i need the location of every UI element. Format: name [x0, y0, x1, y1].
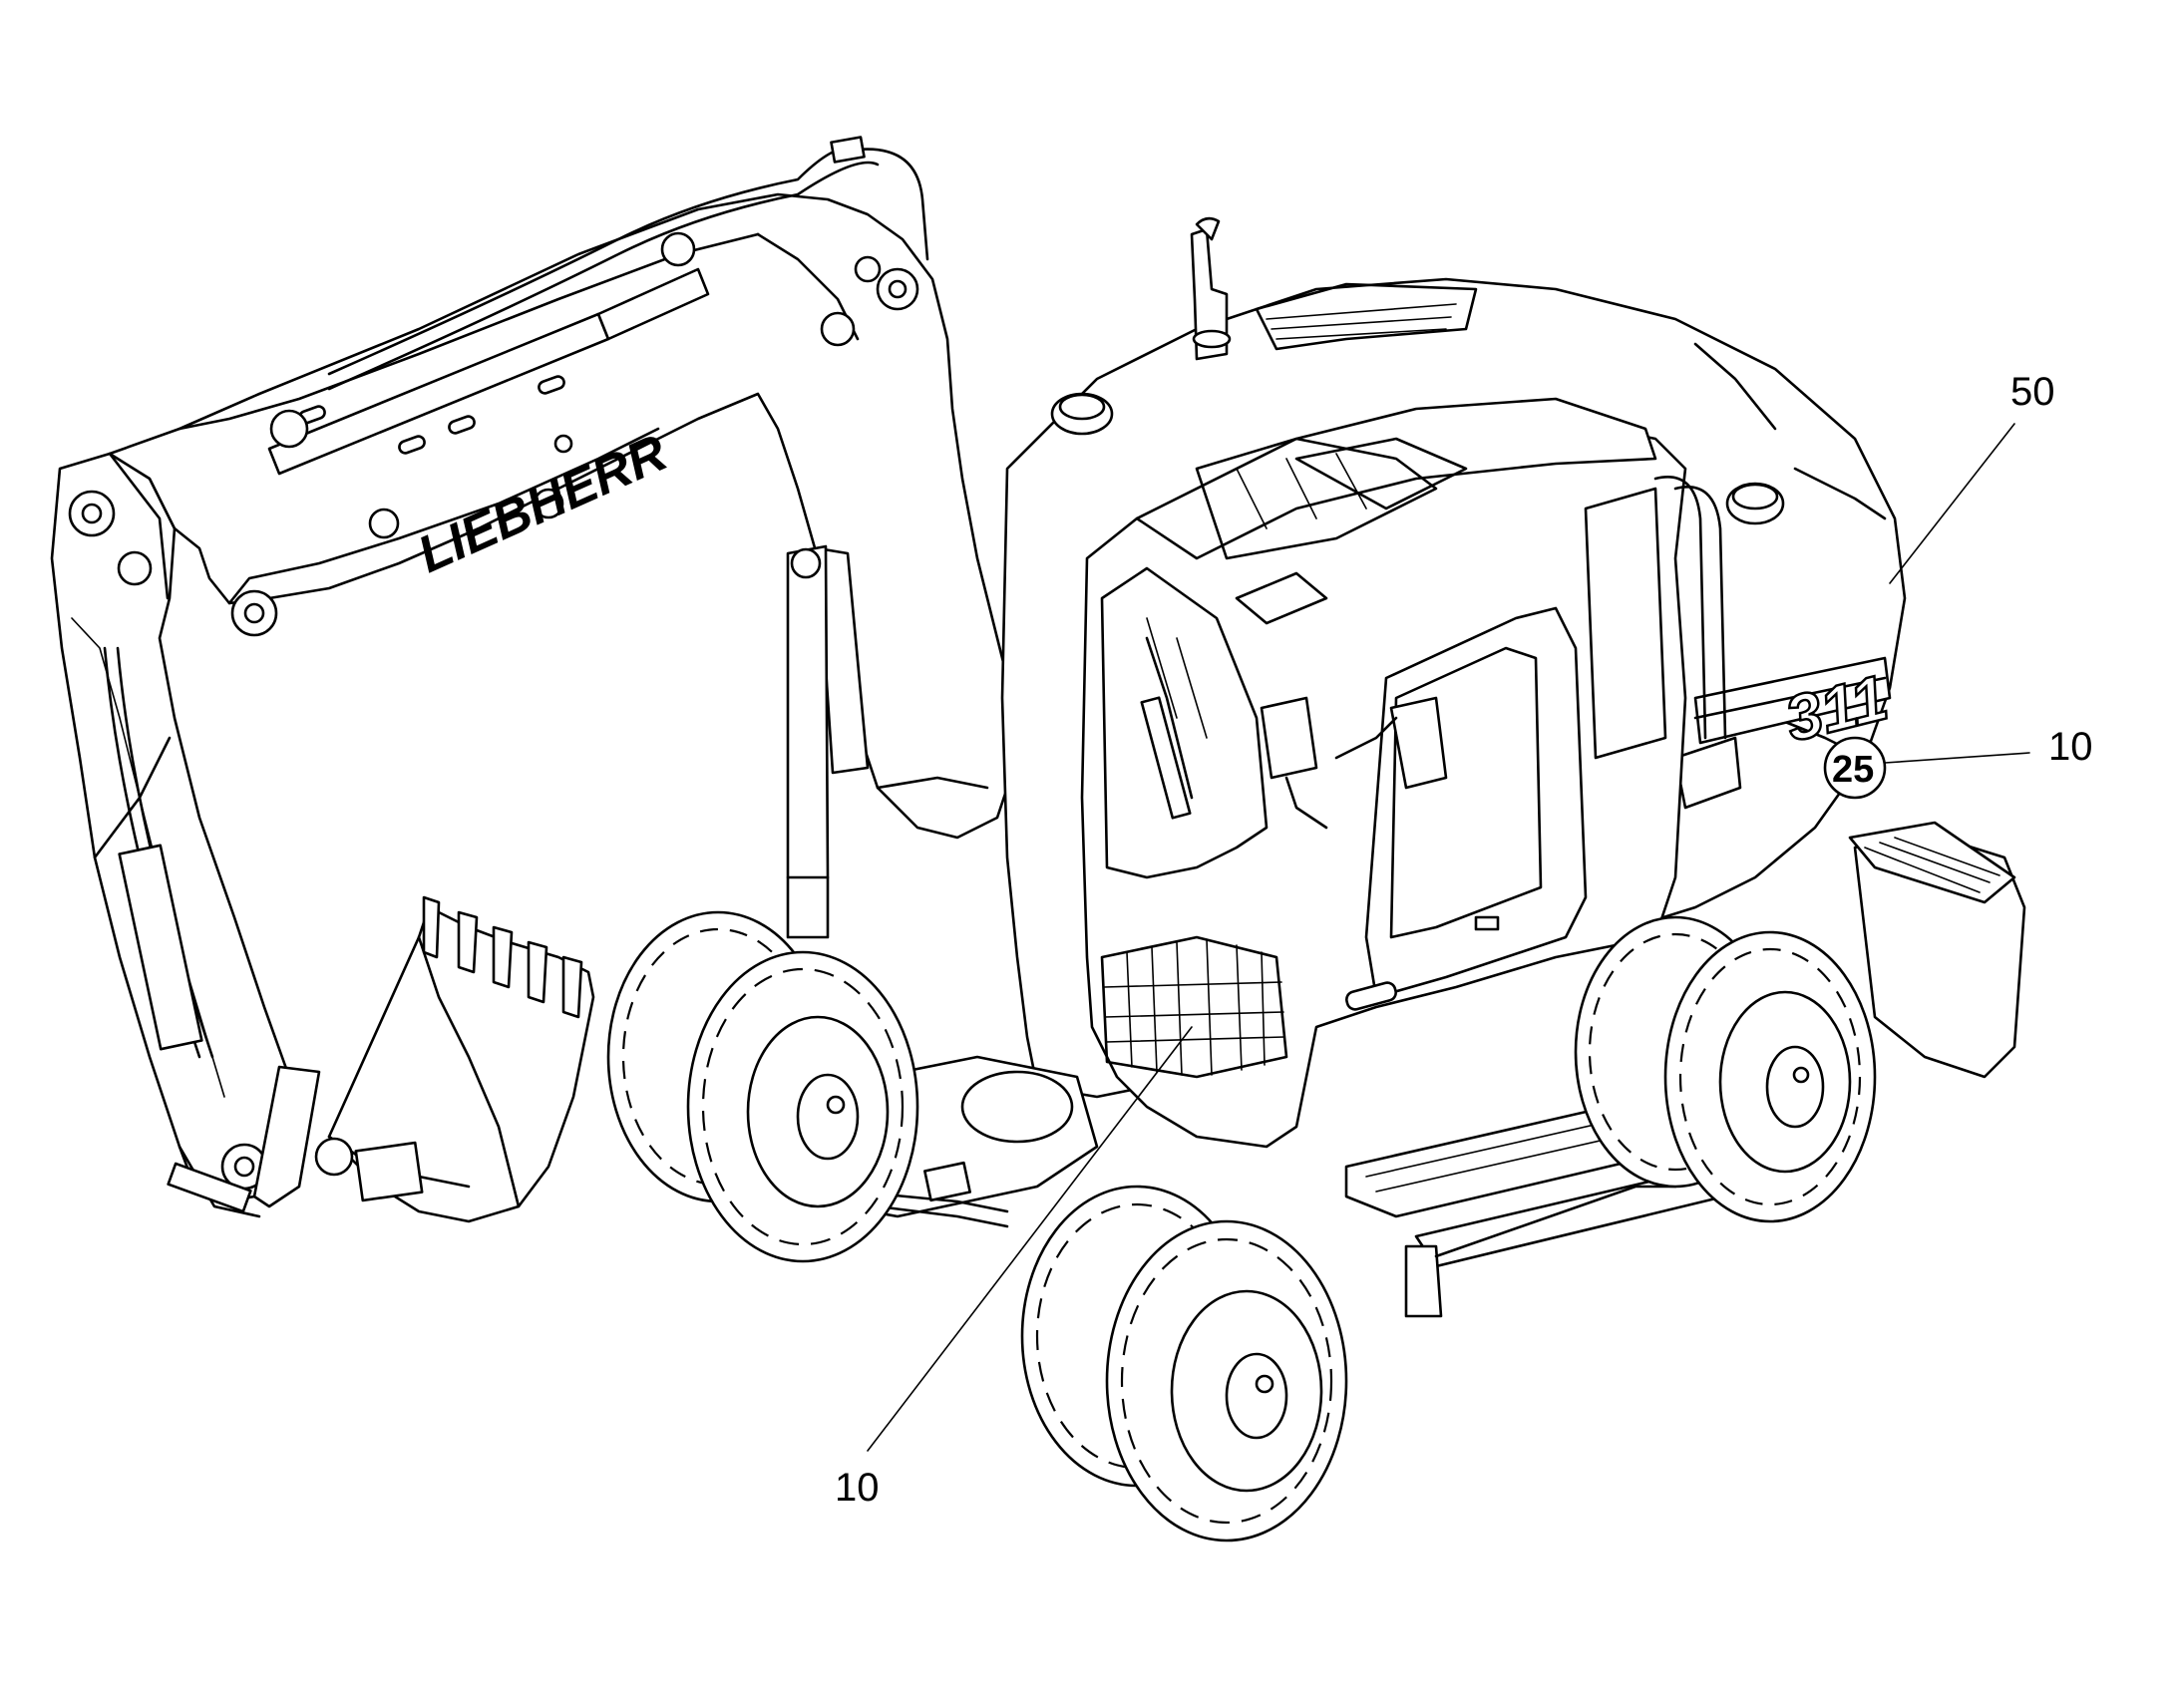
boom: LIEBHERR: [108, 136, 1019, 939]
front-right-wheels: [1020, 1185, 1348, 1542]
swivel-opening: [960, 1070, 1074, 1144]
operator-cab: [1080, 397, 1727, 1149]
rear-right-wheels: [1574, 915, 1877, 1223]
leader-line-10-bottom: [867, 1026, 1193, 1452]
callout-10-right: 10: [2048, 725, 2093, 769]
leader-line-10-right: [1884, 752, 2030, 764]
bucket: [314, 895, 595, 1223]
callout-50: 50: [2010, 370, 2055, 414]
wheels: [606, 910, 1877, 1542]
bucket-teeth: [422, 895, 583, 1019]
ton-badge: 25: [1832, 749, 1874, 791]
leader-line-50: [1889, 423, 2015, 584]
ton-badge-circle: [1823, 736, 1887, 800]
front-guard-grid: [1100, 935, 1288, 1079]
callout-10-bottom: 10: [835, 1466, 880, 1510]
callout-leaders: [867, 423, 2030, 1452]
front-left-wheels: [606, 910, 919, 1263]
dozer-blade: [1848, 821, 2026, 1079]
stick-arm: [50, 452, 321, 1218]
